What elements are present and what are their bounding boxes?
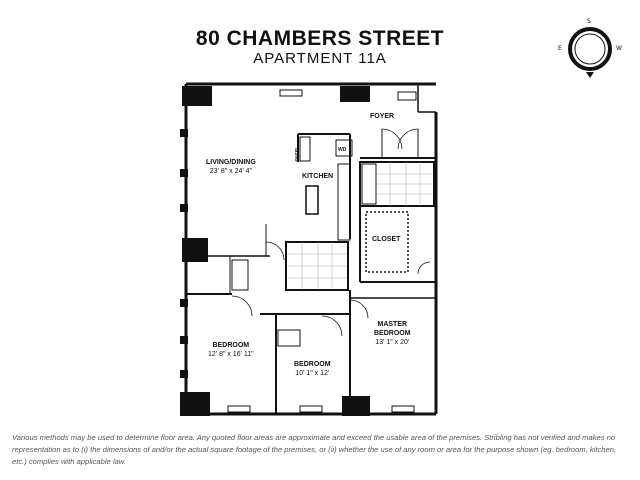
room-bedroom2-name: BEDROOM [294, 361, 331, 368]
room-closet-name: CLOSET [372, 236, 401, 243]
page-title: 80 CHAMBERS STREET [195, 27, 445, 50]
room-bedroom-2: BEDROOM 10' 1" x 12' [294, 360, 331, 378]
compass-icon [568, 27, 612, 78]
floor-plan-drawing [180, 82, 438, 416]
compass-rose: S E W [556, 18, 628, 86]
room-bedroom1-size: 12' 8" x 16' 11" [208, 351, 254, 358]
room-pantry-name: PANTRY [294, 147, 299, 162]
room-living-dining: LIVING/DINING 23' 8" x 24' 4" [206, 158, 256, 176]
room-bedroom1-name: BEDROOM [212, 342, 250, 349]
room-foyer-name: FOYER [370, 113, 395, 120]
room-kitchen-name: KITCHEN [302, 173, 334, 180]
room-master-bedroom: MASTER BEDROOM 13' 1" x 20' [374, 320, 411, 347]
compass-label-right: W [616, 45, 622, 52]
room-closet: CLOSET [372, 235, 400, 244]
room-kitchen: KITCHEN [302, 172, 333, 181]
room-foyer: FOYER [370, 112, 394, 121]
room-master-name2: BEDROOM [374, 330, 411, 337]
compass-label-left: E [558, 45, 562, 52]
room-bedroom2-size: 10' 1" x 12' [295, 370, 330, 377]
compass-label-top: S [587, 18, 591, 25]
room-living-name: LIVING/DINING [206, 159, 256, 166]
room-wd: WD [338, 146, 346, 155]
floor-plan: FOYER LIVING/DINING 23' 8" x 24' 4" KITC… [170, 74, 450, 424]
room-pantry: PANTRY [293, 148, 302, 162]
legal-disclaimer: Various methods may be used to determine… [12, 433, 617, 466]
room-master-size: 13' 1" x 20' [375, 339, 410, 346]
room-master-name: MASTER [377, 321, 408, 328]
apartment-subtitle: APARTMENT 11A [253, 50, 387, 67]
room-wd-name: WD [338, 147, 347, 153]
room-living-size: 23' 8" x 24' 4" [209, 168, 253, 175]
room-bedroom-1: BEDROOM 12' 8" x 16' 11" [208, 341, 254, 359]
